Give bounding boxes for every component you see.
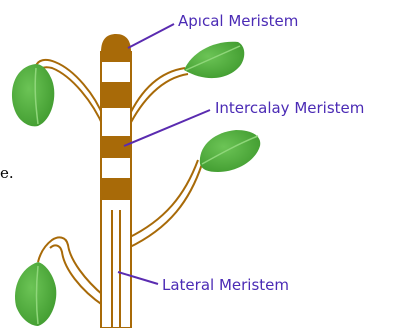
apical-meristem-label: Apıcal Meristem (178, 12, 298, 30)
leaf-middle-right (200, 130, 260, 172)
meristem-band-3 (101, 178, 131, 200)
meristem-band-1 (101, 82, 131, 108)
middle-right-branch (128, 160, 202, 248)
intercalary-pointer-line (124, 110, 210, 146)
intercalary-meristem-label: Intercalay Meristem (215, 99, 364, 117)
apical-pointer-line (128, 24, 174, 48)
lateral-meristem-label: Lateral Meristem (162, 276, 289, 294)
apical-tip (101, 34, 131, 52)
upper-right-branch (128, 68, 188, 128)
meristem-band-2 (101, 136, 131, 158)
meristem-band-apical (101, 52, 131, 62)
leaf-lower-left (15, 262, 56, 326)
main-stem (101, 34, 131, 328)
cropped-text-fragment: e. (0, 164, 14, 182)
leaf-upper-left (12, 64, 54, 126)
leaf-upper-right (184, 42, 244, 78)
